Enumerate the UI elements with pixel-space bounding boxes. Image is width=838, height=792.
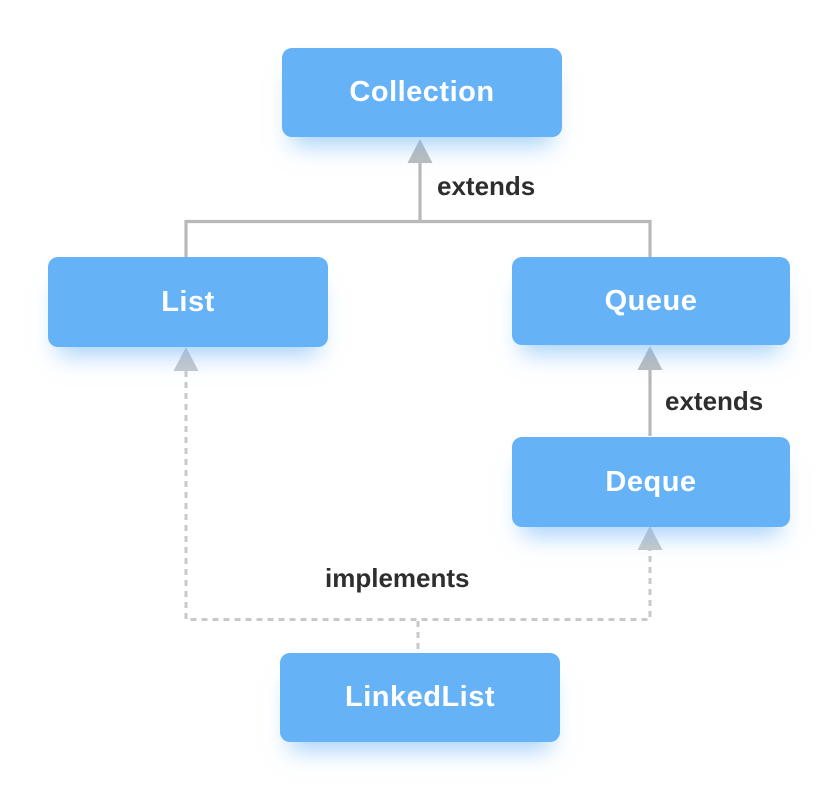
extends-fork-line <box>184 219 652 258</box>
arrowhead-collection <box>407 139 433 163</box>
arrowhead-list <box>173 347 199 371</box>
node-queue: Queue <box>512 257 790 345</box>
node-list: List <box>48 257 328 347</box>
edge-label-implements: implements <box>325 563 470 593</box>
implements-line-left <box>184 371 652 621</box>
arrowhead-deque <box>637 526 663 550</box>
node-linkedlist: LinkedList <box>280 653 560 742</box>
edge-label-extends-queue: extends <box>665 386 764 416</box>
edge-label-extends-collection: extends <box>437 171 536 201</box>
arrowhead-queue <box>637 346 663 370</box>
node-deque: Deque <box>512 437 790 527</box>
node-collection: Collection <box>282 48 562 137</box>
